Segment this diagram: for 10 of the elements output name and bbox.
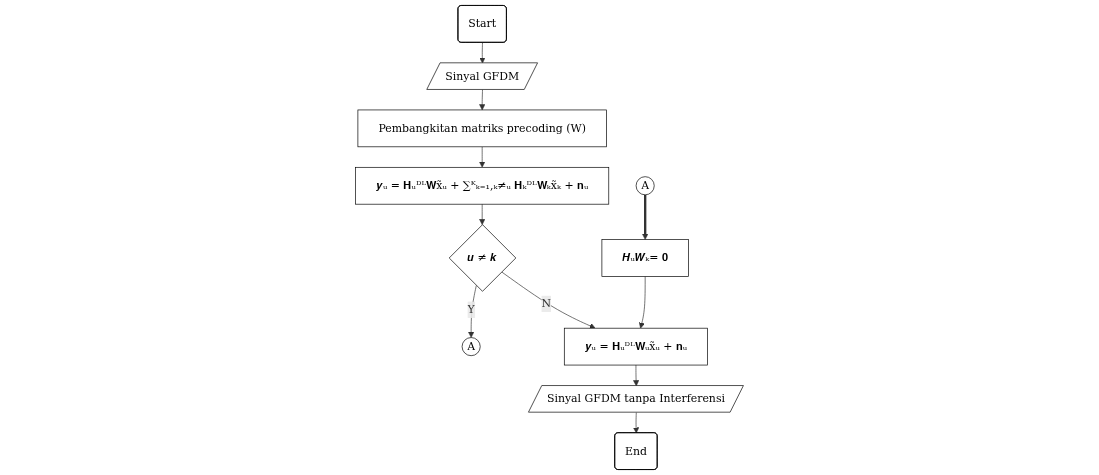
node-circle: A <box>635 176 655 196</box>
edge-label: N <box>541 297 551 310</box>
node-box: 𝑯ᵤ𝑾ₖ= 𝟎 <box>601 239 689 277</box>
node-circle: A <box>461 337 481 357</box>
edge-label: Y <box>467 302 475 316</box>
node-box: Pembangkitan matriks precoding (W) <box>357 109 607 148</box>
node-box: 𝒚ᵤ = 𝐇ᵤᴰᴸ𝐖x̃ᵤ + ∑ᴷₖ₌₁,ₖ≠ᵤ 𝐇ₖᴰᴸ𝐖ₖx̃ₖ + 𝐧ᵤ <box>355 166 610 205</box>
arrow <box>642 194 649 240</box>
node-box: 𝒚ᵤ = 𝐇ᵤᴰᴸ𝐖ᵤx̃ᵤ + 𝐧ᵤ <box>563 327 708 366</box>
node-diamond: 𝒖 ≠ 𝒌 <box>448 224 517 292</box>
